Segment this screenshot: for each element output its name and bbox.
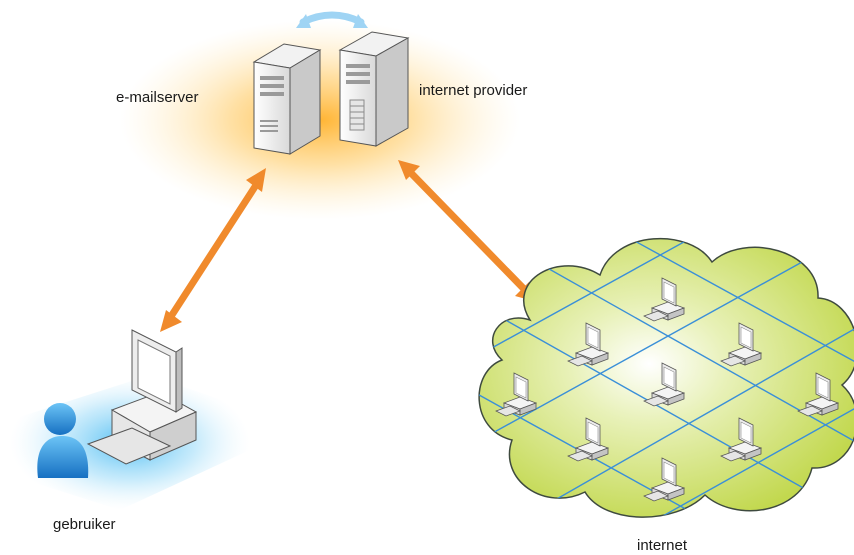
user-label: gebruiker — [53, 516, 116, 533]
cloud-computer-icon — [495, 372, 538, 417]
double-arrow-icon-right-head — [353, 14, 368, 28]
double-arrow-icon-left-head — [296, 14, 311, 28]
cloud-computers — [495, 277, 840, 502]
cloud-computer-icon — [720, 417, 763, 462]
cloud-computer-icon — [720, 322, 763, 367]
cloud-computer-icon — [797, 372, 840, 417]
user-computer-icon — [86, 329, 198, 465]
cloud-computer-icon — [643, 277, 686, 322]
provider-server-icon — [338, 31, 410, 147]
cloud-computer-icon — [643, 362, 686, 407]
internet-label: internet — [637, 537, 688, 554]
arrow-user-email — [160, 168, 266, 332]
cloud-computer-icon — [643, 457, 686, 502]
email-server-icon — [252, 43, 322, 155]
internet-provider-label: internet provider — [419, 82, 528, 99]
cloud-computer-icon — [567, 417, 610, 462]
person-icon — [37, 403, 89, 478]
email-server-label: e-mailserver — [116, 89, 199, 106]
cloud-computer-icon — [567, 322, 610, 367]
